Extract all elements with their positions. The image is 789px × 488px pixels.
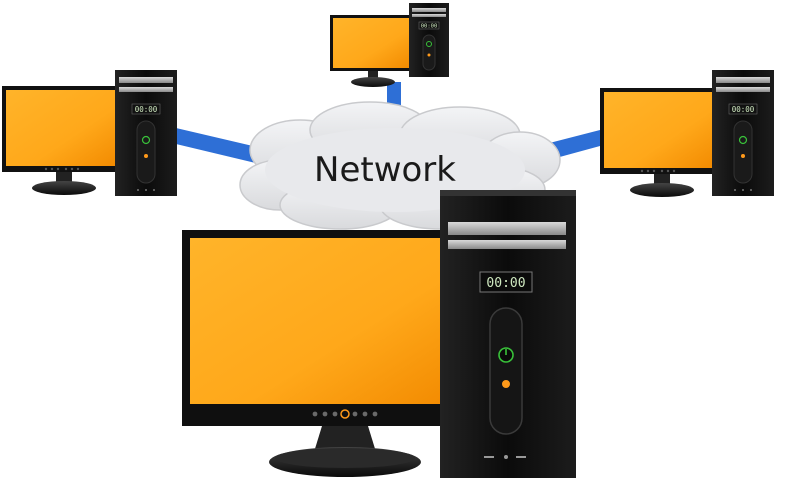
clock-top: 00:00: [421, 24, 438, 30]
monitor-buttons: [312, 411, 378, 417]
computer-main: 00:00: [182, 190, 576, 478]
power-icon: [738, 135, 748, 145]
cloud-label: Network: [314, 150, 456, 190]
tower-right: 00:00: [712, 70, 774, 196]
computer-left: 00:00: [2, 70, 177, 196]
computer-top: 00:00: [330, 3, 449, 87]
screen-main: [190, 238, 454, 404]
power-icon: [426, 41, 432, 47]
screen-right: [604, 92, 716, 168]
screen-left: [6, 90, 118, 166]
computer-right: 00:00: [600, 70, 774, 197]
screen-top: [333, 18, 411, 68]
tower-top: 00:00: [409, 3, 449, 77]
monitor-main: [182, 230, 462, 477]
clock-main: 00:00: [486, 276, 525, 291]
power-icon: [141, 135, 151, 145]
monitor-top: [330, 15, 414, 87]
tower-left: 00:00: [115, 70, 177, 196]
power-icon: [340, 409, 350, 419]
clock-left: 00:00: [135, 105, 158, 114]
tower-main: 00:00: [440, 190, 576, 478]
monitor-right: [600, 88, 720, 197]
clock-right: 00:00: [732, 105, 755, 114]
hdd-led: [502, 380, 510, 388]
monitor-left: [2, 86, 122, 195]
link-left: [176, 128, 270, 166]
